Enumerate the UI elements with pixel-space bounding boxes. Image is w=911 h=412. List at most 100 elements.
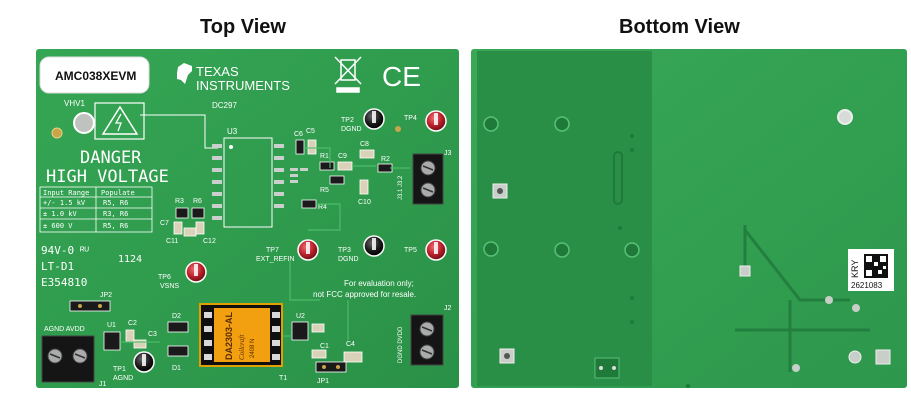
bottom-via-2: [852, 304, 860, 312]
c3-label: C3: [148, 331, 157, 338]
c3-part: [133, 339, 147, 349]
lightning-icon: [114, 113, 122, 132]
date-code: 1124: [118, 254, 142, 265]
u2-chip: [291, 321, 309, 341]
vsns-label: VSNS: [160, 283, 179, 290]
isolation-slot: [613, 151, 623, 205]
j3-label: J3: [444, 150, 452, 157]
danger-text: DANGER: [80, 148, 142, 168]
c12-label: C12: [203, 238, 216, 245]
r2-label: R2: [381, 156, 390, 163]
hazard-triangle-icon: [101, 105, 139, 135]
u3-right-pads: [290, 168, 308, 183]
u1-label: U1: [107, 322, 116, 329]
table-row-3-range: ± 600 V: [43, 222, 73, 230]
jp2-jumper: [69, 300, 111, 312]
serial-label-number: 2621083: [851, 281, 883, 290]
tp4-marker: [395, 126, 401, 132]
top-pcb-substrate: [36, 49, 459, 388]
r3-label: R3: [175, 198, 184, 205]
bottom-via-3: [792, 364, 800, 372]
small-vias: [618, 134, 690, 388]
board-id-box: [39, 56, 150, 94]
tp1-agnd-label: AGND: [113, 375, 133, 382]
danger-outline-trace: [140, 114, 218, 149]
j1-label: J1: [99, 381, 107, 388]
u1-chip: [103, 331, 121, 351]
danger-box: [94, 102, 145, 140]
t1-label: T1: [279, 375, 287, 382]
vhv-pad: [51, 127, 63, 139]
ce-mark-icon: CE: [382, 61, 421, 92]
c12-part: [195, 221, 205, 235]
bottom-board: KRY 2621083: [471, 49, 907, 388]
d1-diode-upper: [167, 345, 189, 357]
r2-part: [377, 163, 393, 173]
c1-label: C1: [320, 343, 329, 350]
c8-part: [359, 149, 375, 159]
r4-label: R4: [318, 204, 327, 211]
bottom-pads: [483, 116, 640, 379]
c5-label: C5: [306, 128, 315, 135]
c9-part: [337, 161, 353, 171]
table-row-2-range: ± 1.0 kV: [43, 210, 78, 218]
jp1-jumper: [315, 361, 347, 373]
c9-label: C9: [338, 153, 347, 160]
tp5-label: TP5: [404, 247, 417, 254]
top-view-title: Top View: [200, 16, 286, 38]
c10-label: C10: [358, 199, 371, 206]
table-row-1-range: +/- 1.5 kV: [43, 199, 86, 207]
r4-part: [301, 199, 317, 209]
t1-core: [214, 308, 270, 362]
eval-note-1: For evaluation only;: [344, 279, 414, 288]
brand-line-1: TEXAS: [196, 64, 239, 79]
c2-label: C2: [128, 320, 137, 327]
vhv-terminal: [73, 112, 95, 134]
bottom-pad-round: [848, 350, 862, 364]
tp3-label: TP3: [338, 247, 351, 254]
bottom-pad-small: [739, 265, 751, 277]
tp7-label: TP7: [266, 247, 279, 254]
table-row-1-populate: R5, R6: [103, 199, 128, 207]
mounting-standoff: [837, 109, 853, 125]
high-voltage-text: HIGH VOLTAGE: [46, 167, 169, 187]
u3-pads: [212, 144, 284, 220]
d2-label: D2: [172, 313, 181, 320]
table-row-3-populate: R5, R6: [103, 222, 128, 230]
brand-line-2: INSTRUMENTS: [196, 78, 290, 93]
ul-code: 94V-0: [41, 244, 74, 257]
c8-label: C8: [360, 141, 369, 148]
c10-part: [359, 179, 369, 195]
qr-code-icon: [864, 254, 888, 278]
serial-label-code: KRY: [850, 260, 860, 278]
r1-label: R1: [320, 153, 329, 160]
c5-part: [307, 139, 317, 155]
lot-code: LT-D1: [41, 260, 74, 273]
c6-label: C6: [294, 131, 303, 138]
c7-label: C7: [160, 220, 169, 227]
ul-logo-icon: ᴿᵁ: [80, 246, 90, 257]
bottom-traces: [735, 225, 870, 372]
tp2-dgnd-label: DGND: [341, 126, 362, 133]
c1-part: [311, 349, 327, 359]
c11-part: [183, 227, 197, 237]
ext-refin-label: EXT_REFIN: [256, 256, 295, 263]
tp1-label: TP1: [113, 366, 126, 373]
transformer-date-text: 2408 N: [250, 339, 256, 358]
r6-label: R6: [193, 198, 202, 205]
vhv-label: VHV1: [64, 99, 85, 108]
c11-label: C11: [166, 238, 178, 245]
top-board: AMC038XEVM TEXAS INSTRUMENTS CE DC297 VH…: [36, 49, 459, 388]
r6-part: [191, 207, 205, 219]
d2-diode: [167, 321, 189, 333]
r5-part: [329, 175, 345, 185]
transformer-part-text: DA2303-AL: [224, 311, 234, 360]
board-id-label: AMC038XEVM: [55, 69, 136, 83]
j3-pins-label: J3.1 J3.2: [398, 175, 404, 200]
r3-part: [175, 207, 189, 219]
dgnd-dvdd-label: DGND DVDD: [398, 326, 404, 363]
c6-part: [295, 139, 305, 155]
c4-label: C4: [346, 341, 355, 348]
transformer-brand-text: Coilcraft: [238, 334, 246, 360]
